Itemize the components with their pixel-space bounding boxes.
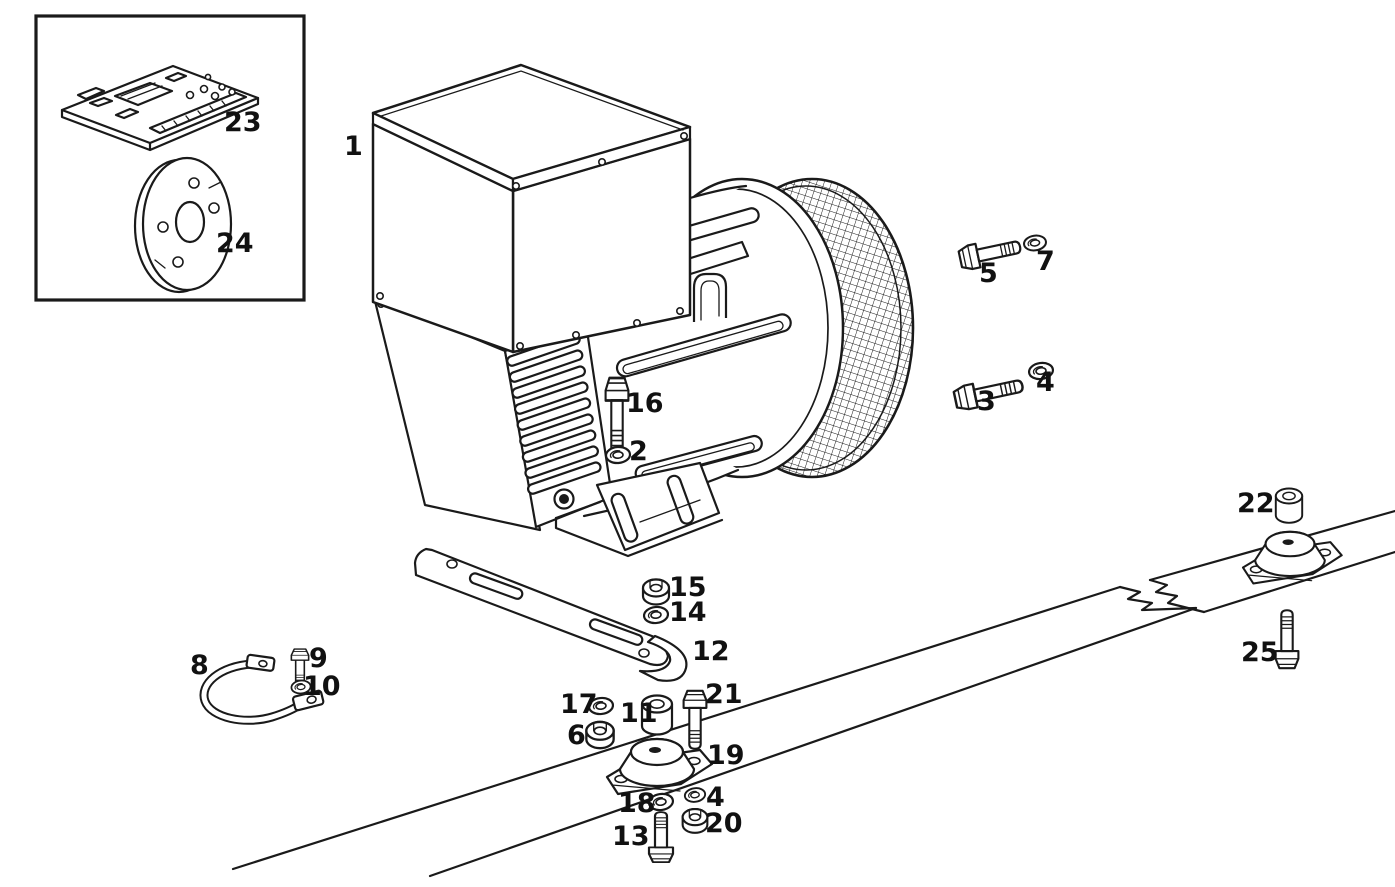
vibration-mount-22: [1241, 530, 1343, 585]
part-label-18-17: 18: [618, 788, 656, 819]
bolt-25: [1274, 609, 1300, 670]
part-label-13-12: 13: [612, 821, 650, 852]
bolt-13: [647, 810, 675, 864]
part-label-10-9: 10: [303, 671, 341, 702]
part-label-9-8: 9: [309, 643, 328, 674]
washer-4b: [683, 785, 707, 805]
washer-14: [642, 604, 670, 626]
nut-15: [641, 578, 671, 606]
part-label-24-23: 24: [216, 228, 254, 259]
part-label-6-5: 6: [567, 720, 586, 751]
part-label-3-2: 3: [977, 386, 996, 417]
part-label-25-24: 25: [1241, 637, 1279, 668]
part-label-8-7: 8: [190, 650, 209, 681]
generator-feet: [554, 461, 724, 558]
nut-20: [681, 808, 709, 834]
drive-end-bracket: [372, 295, 614, 532]
part-label-23-22: 23: [224, 107, 262, 138]
part-label-15-14: 15: [669, 572, 707, 603]
part-label-21-20: 21: [705, 679, 743, 710]
part-label-12-11: 12: [692, 636, 730, 667]
shaft-stub: [553, 488, 575, 510]
washer-2: [604, 445, 632, 465]
inset-panel: [34, 14, 306, 302]
part-label-22-21: 22: [1237, 488, 1275, 519]
part-label-17-16: 17: [560, 689, 598, 720]
part-label-5-4: 5: [979, 258, 998, 289]
part-label-16-15: 16: [626, 388, 664, 419]
part-label-4-25: 4: [706, 782, 725, 813]
generator-assembly: [371, 63, 915, 558]
terminal-box: [371, 63, 692, 354]
nut-6: [585, 720, 615, 750]
base-rail: [231, 509, 1395, 878]
bushing-22: [1274, 487, 1304, 524]
regulator-board: [60, 64, 260, 152]
part-label-11-10: 11: [620, 698, 658, 729]
cooling-louvers: [503, 322, 614, 529]
part-label-2-1: 2: [629, 436, 648, 467]
bracket-flange: [638, 634, 688, 682]
part-label-20-19: 20: [705, 808, 743, 839]
part-label-19-18: 19: [707, 740, 745, 771]
part-label-7-6: 7: [1036, 246, 1055, 277]
mounting-bracket: [413, 547, 688, 682]
part-label-14-13: 14: [669, 597, 707, 628]
part-label-4-3: 4: [1036, 367, 1055, 398]
mounting-disc: [133, 156, 233, 294]
part-label-1-0: 1: [344, 131, 363, 162]
ground-cable: [199, 653, 325, 725]
